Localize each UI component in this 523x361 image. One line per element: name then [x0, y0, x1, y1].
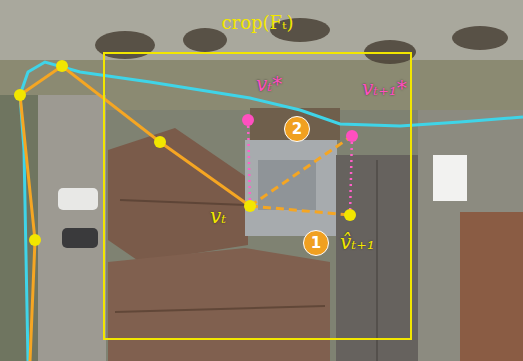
predicted-polyline [20, 66, 250, 361]
yard [418, 110, 523, 361]
truck [433, 155, 467, 201]
roof [245, 140, 337, 236]
projection-line [248, 120, 250, 206]
projection-line [350, 136, 352, 215]
car [62, 228, 98, 248]
driveway [38, 95, 106, 361]
tree-shadows [95, 18, 508, 64]
roof-ridge [120, 200, 246, 205]
vertex-dots [14, 60, 356, 246]
roof [108, 128, 248, 262]
yard [250, 108, 340, 140]
roof-ridge [115, 306, 325, 312]
vertex-label: vₜ₊₁* [362, 78, 407, 98]
callout-number: 2 [292, 122, 302, 137]
target-dots [242, 114, 358, 142]
vertex-label: v̂ₜ₊₁ [340, 232, 375, 252]
roof [460, 212, 523, 361]
step-line [250, 136, 352, 206]
vertex-label: vₜ [210, 206, 226, 226]
step-line [250, 206, 350, 215]
ground-truth-line [20, 62, 523, 361]
vertex-label: vₜ* [256, 74, 282, 94]
frame-heading: crop(Fₜ) [221, 14, 293, 32]
callout-number: 2 [284, 116, 310, 142]
car [58, 188, 98, 210]
roof [108, 248, 330, 361]
callout-number: 1 [311, 236, 321, 251]
roof [336, 155, 418, 361]
callout-number: 1 [303, 230, 329, 256]
roof-ridge [376, 160, 378, 361]
